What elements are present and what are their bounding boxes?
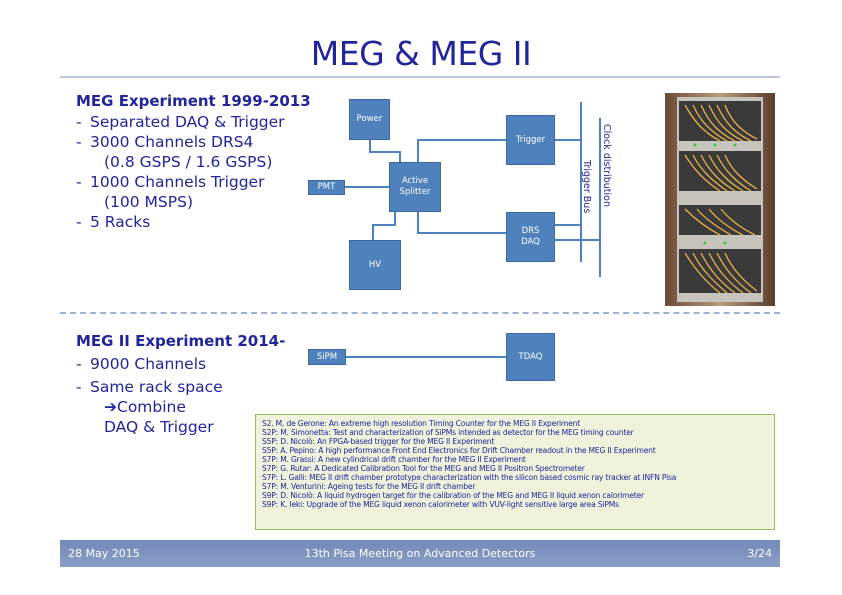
power-to-splitter-line — [369, 140, 401, 162]
tdaq-box: TDAQ — [506, 333, 555, 381]
title-divider — [60, 76, 780, 78]
clock-distribution-label: Clock distribution — [601, 124, 612, 207]
reference-item: S2. M. de Gerone: An extreme high resolu… — [262, 419, 580, 428]
megii-bullet-list: -9000 Channels -Same rack space ➔Combine… — [76, 354, 256, 437]
megii-heading: MEG II Experiment 2014- — [76, 332, 286, 350]
meg-bullet: -1000 Channels Trigger(100 MSPS) — [76, 173, 265, 211]
footer-bar: 28 May 2015 13th Pisa Meeting on Advance… — [60, 540, 780, 567]
sipm-box: SiPM — [308, 349, 346, 365]
meg-bullet: -5 Racks — [76, 213, 151, 231]
reference-item: S2P: M. Simonetta: Test and characteriza… — [262, 428, 634, 437]
slide-title: MEG & MEG II — [310, 34, 532, 73]
reference-item: S7P: L. Galli: MEG II drift chamber prot… — [262, 473, 677, 482]
footer-page-number: 3/24 — [747, 547, 772, 560]
references-box: S2. M. de Gerone: An extreme high resolu… — [255, 414, 775, 530]
drs-daq-box: DRS DAQ — [506, 212, 555, 262]
meg-bullet: -Separated DAQ & Trigger — [76, 113, 285, 131]
meg-bullet-list: -Separated DAQ & Trigger -3000 Channels … — [76, 112, 306, 232]
rack-photo-drawing — [665, 93, 775, 306]
hv-box: HV — [349, 240, 401, 290]
reference-item: S9P: D. Nicolò: A liquid hydrogen target… — [262, 491, 644, 500]
splitter-to-drs-line — [417, 212, 506, 234]
reference-item: S7P: M. Venturini: Ageing tests for the … — [262, 482, 476, 491]
reference-item: S7P: M. Grassi: A new cylindrical drift … — [262, 455, 526, 464]
megii-bullet: -Same rack space ➔Combine DAQ & Trigger — [76, 378, 223, 436]
rack-photo — [665, 93, 775, 306]
meg-heading: MEG Experiment 1999-2013 — [76, 92, 311, 110]
arrow-icon: ➔ — [104, 398, 117, 416]
footer-event: 13th Pisa Meeting on Advanced Detectors — [304, 547, 536, 560]
reference-item: S9P: K. Ieki: Upgrade of the MEG liquid … — [262, 500, 619, 509]
trigger-bus-label: Trigger Bus — [581, 160, 592, 214]
meg-bullet: -3000 Channels DRS4(0.8 GSPS / 1.6 GSPS) — [76, 133, 273, 171]
pmt-box: PMT — [308, 180, 345, 195]
section-separator — [60, 312, 780, 314]
reference-item: S5P: D. Nicolò: An FPGA-based trigger fo… — [262, 437, 495, 446]
trigger-box: Trigger — [506, 115, 555, 165]
power-box: Power — [349, 99, 390, 140]
reference-item: S7P: G. Rutar: A Dedicated Calibration T… — [262, 464, 585, 473]
footer-date: 28 May 2015 — [68, 547, 140, 560]
reference-item: S5P: A. Pepino: A high performance Front… — [262, 446, 656, 455]
hv-to-splitter-line — [372, 212, 396, 240]
megii-bullet: -9000 Channels — [76, 355, 207, 373]
active-splitter-box: Active Splitter — [389, 162, 441, 212]
splitter-to-trigger-line — [417, 139, 506, 162]
